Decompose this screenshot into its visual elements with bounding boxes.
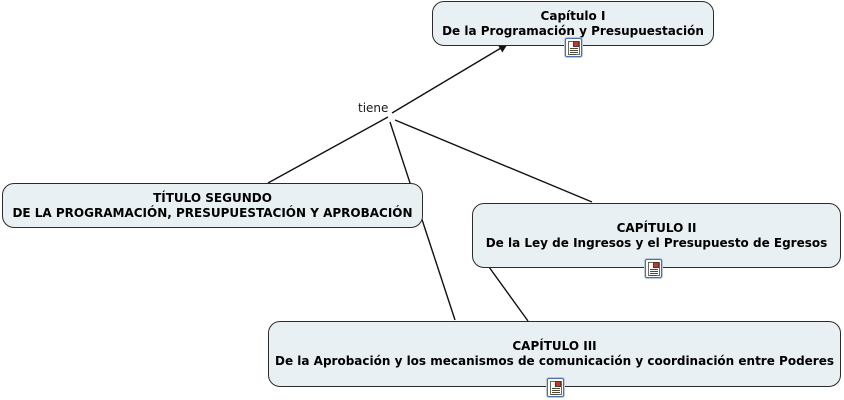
node-capitulo-1-title: Capítulo I [540,8,606,23]
note-text-line [570,52,578,53]
node-capitulo-1-subtitle: De la Programación y Presupuestación [442,23,704,38]
node-capitulo-2-subtitle: De la Ley de Ingresos y el Presupuesto d… [485,235,828,250]
note-stamp-shape [653,262,659,268]
node-capitulo-2-title: CAPÍTULO II [616,220,697,235]
note-document-icon[interactable] [565,38,582,57]
node-capitulo-3-title: CAPÍTULO III [512,339,597,353]
edge-label-tiene: tiene [356,101,391,115]
note-text-line [552,390,560,391]
edge-capitulo-2-to-capitulo-3 [488,266,529,322]
note-text-line [570,50,578,51]
note-text-line [570,54,576,55]
note-document-icon[interactable] [547,378,564,397]
note-text-line [552,394,558,395]
node-capitulo-1[interactable]: Capítulo I De la Programación y Presupue… [432,1,714,46]
node-titulo-segundo-title: TÍTULO SEGUNDO [153,190,272,205]
note-text-line [650,269,658,270]
edge-junction-to-capitulo-1 [391,43,508,114]
edge-junction-to-capitulo-3 [389,121,456,321]
edge-titulo-to-junction [267,116,389,184]
note-text-line [650,273,658,274]
note-text-line [552,392,560,393]
node-titulo-segundo-subtitle: DE LA PROGRAMACIÓN, PRESUPUESTACIÓN Y AP… [12,205,413,220]
note-stamp-shape [573,41,579,47]
note-text-line [650,271,658,272]
node-titulo-segundo[interactable]: TÍTULO SEGUNDO DE LA PROGRAMACIÓN, PRESU… [2,183,423,228]
node-capitulo-2[interactable]: CAPÍTULO II De la Ley de Ingresos y el P… [472,203,841,268]
note-text-line [570,48,578,49]
note-text-line [552,388,560,389]
note-text-line [650,275,656,276]
edge-junction-to-capitulo-2 [394,119,593,203]
node-capitulo-3-subtitle: De la Aprobación y los mecanismos de com… [274,354,835,368]
note-stamp-shape [555,381,561,387]
note-document-icon[interactable] [645,259,662,278]
